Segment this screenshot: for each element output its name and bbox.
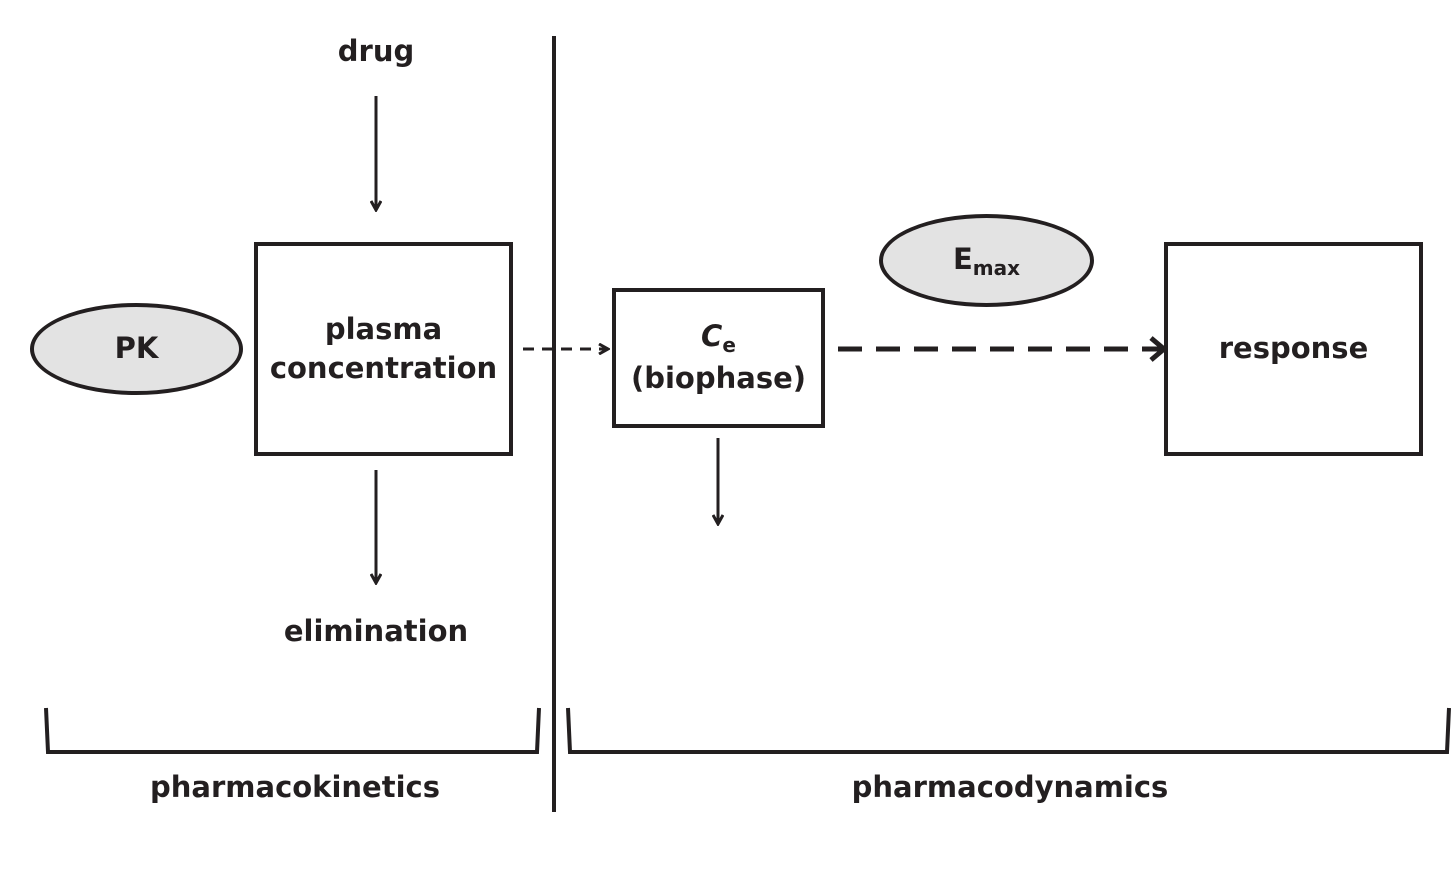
pharmacokinetics-bracket	[44, 707, 541, 754]
pk-badge-label: PK	[114, 331, 159, 366]
emax-badge-label: Emax	[952, 241, 1021, 280]
pharmacodynamics-label: pharmacodynamics	[851, 770, 1169, 804]
biophase-label: Ce (biophase)	[630, 319, 807, 396]
pk-badge: PK	[30, 303, 243, 395]
plasma-concentration-box: plasma concentration	[254, 242, 513, 456]
elimination-label: elimination	[283, 614, 469, 648]
biophase-box: Ce (biophase)	[612, 288, 825, 428]
drug-label: drug	[337, 34, 415, 68]
response-box: response	[1164, 242, 1423, 456]
pharmacokinetics-label: pharmacokinetics	[150, 770, 440, 804]
pharmacodynamics-bracket	[566, 707, 1451, 754]
emax-badge: Emax	[879, 214, 1094, 307]
plasma-concentration-label: plasma concentration	[269, 311, 498, 385]
response-label: response	[1218, 331, 1369, 366]
